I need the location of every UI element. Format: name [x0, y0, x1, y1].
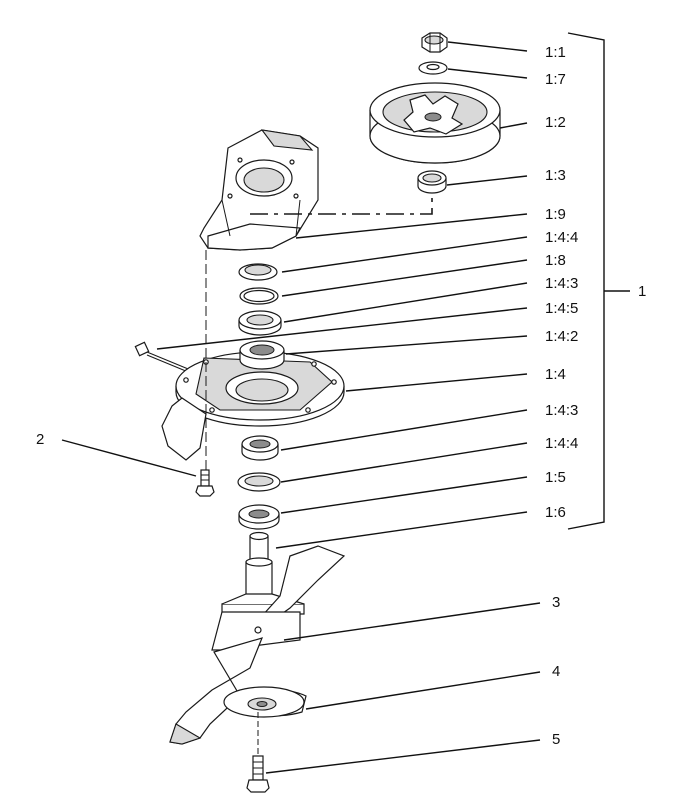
callout-1-3: 1:3: [545, 167, 566, 184]
callout-1-4-3-top: 1:4:3: [545, 275, 578, 292]
callout-4: 4: [552, 663, 560, 680]
part-spacer: [417, 170, 447, 194]
callout-1-4-4-bottom: 1:4:4: [545, 435, 578, 452]
callout-1-4: 1:4: [545, 366, 566, 383]
part-bearing-race-upper: [238, 310, 282, 336]
callout-labels: 1:1 1:7 1:2 1:3 1:9 1:4:4 1:8 1:4:3 1:4:…: [36, 44, 646, 748]
callout-1-5: 1:5: [545, 469, 566, 486]
callout-1-2: 1:2: [545, 114, 566, 131]
part-bearing-race-lower: [237, 472, 281, 492]
callout-1-8: 1:8: [545, 252, 566, 269]
callout-3: 3: [552, 594, 560, 611]
callout-2: 2: [36, 431, 44, 448]
part-blade: [169, 545, 346, 745]
part-washer: [418, 61, 448, 75]
callout-1-4-5: 1:4:5: [545, 300, 578, 317]
callout-1-4-4-top: 1:4:4: [545, 229, 578, 246]
part-blade-cup: [223, 686, 307, 718]
part-pulley: [369, 82, 501, 164]
part-nut: [421, 32, 448, 53]
part-seal: [238, 504, 280, 530]
part-spindle-shaft: [221, 531, 305, 615]
part-bearing-upper: [238, 263, 278, 281]
callout-1-7: 1:7: [545, 71, 566, 88]
leader-lines: [61, 41, 541, 774]
part-spacer-ring: [239, 287, 279, 305]
callout-1-4-2: 1:4:2: [545, 328, 578, 345]
assembly-bracket: [567, 32, 605, 530]
callout-1-1: 1:1: [545, 44, 566, 61]
callout-5: 5: [552, 731, 560, 748]
callout-1-6: 1:6: [545, 504, 566, 521]
part-bearing-lower: [241, 435, 279, 461]
callout-assembly-1: 1: [638, 283, 646, 300]
callout-1-4-3-bottom: 1:4:3: [545, 402, 578, 419]
part-housing-bolt: [195, 469, 215, 497]
part-idler-bracket: [199, 129, 319, 251]
callout-1-9: 1:9: [545, 206, 566, 223]
part-spindle-housing: [161, 340, 345, 461]
alignment-line: [250, 198, 433, 215]
part-blade-bolt: [246, 712, 270, 793]
